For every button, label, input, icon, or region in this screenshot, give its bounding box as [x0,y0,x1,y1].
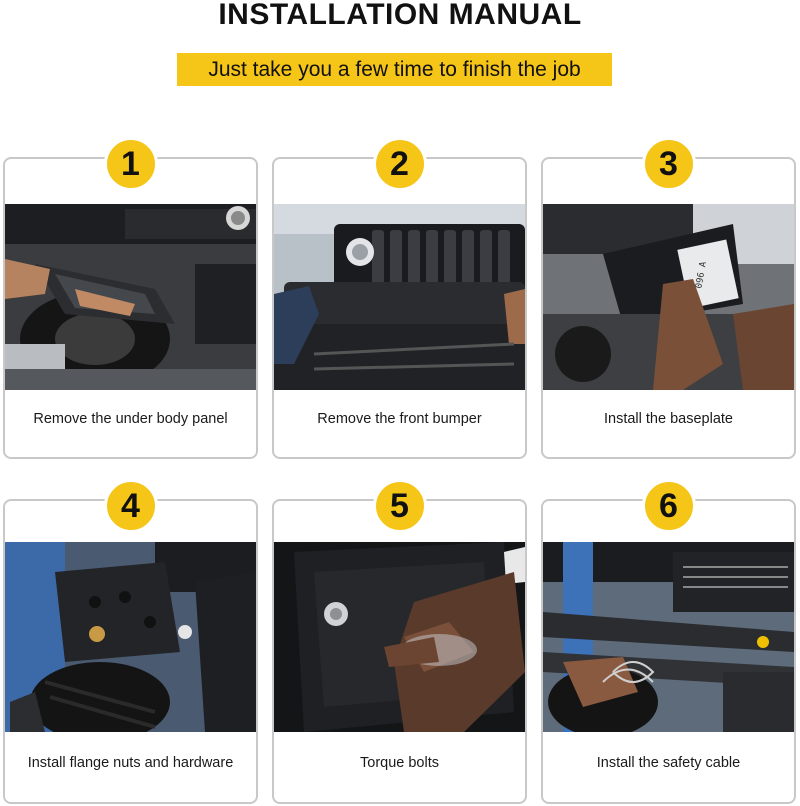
step-number-badge: 5 [372,479,427,533]
step-card-4: 4 Install flange nuts and hardware [3,479,258,804]
step-caption: Install flange nuts and hardware [27,755,234,771]
step-photo-underbody-panel [5,204,256,390]
step-number-badge: 4 [103,479,158,533]
svg-text:096 A: 096 A [694,260,709,289]
step-number-badge: 3 [641,137,696,191]
step-card-2: 2 [272,137,527,459]
step-photo-front-bumper [274,204,525,390]
step-number-badge: 2 [372,137,427,191]
step-caption: Torque bolts [360,755,439,771]
step-card-6: 6 Install the safety cable [541,479,796,804]
step-card-3: 3 096 A Install the baseplate [541,137,796,459]
step-caption: Install the safety cable [596,755,741,771]
step-caption: Install the baseplate [604,411,733,427]
step-card-5: 5 Torque bolts [272,479,527,804]
subtitle-banner: Just take you a few time to finish the j… [177,53,612,86]
step-photo-torque-bolts [274,542,525,732]
step-number-badge: 1 [103,137,158,191]
step-photo-flange-nuts [5,542,256,732]
step-photo-baseplate: 096 A [543,204,794,390]
page-title: INSTALLATION MANUAL [218,0,582,31]
step-photo-safety-cable [543,542,794,732]
step-caption: Remove the front bumper [317,411,482,427]
step-card-1: 1 Remove the under body panel [3,137,258,459]
step-number-badge: 6 [641,479,696,533]
step-caption: Remove the under body panel [33,411,228,427]
